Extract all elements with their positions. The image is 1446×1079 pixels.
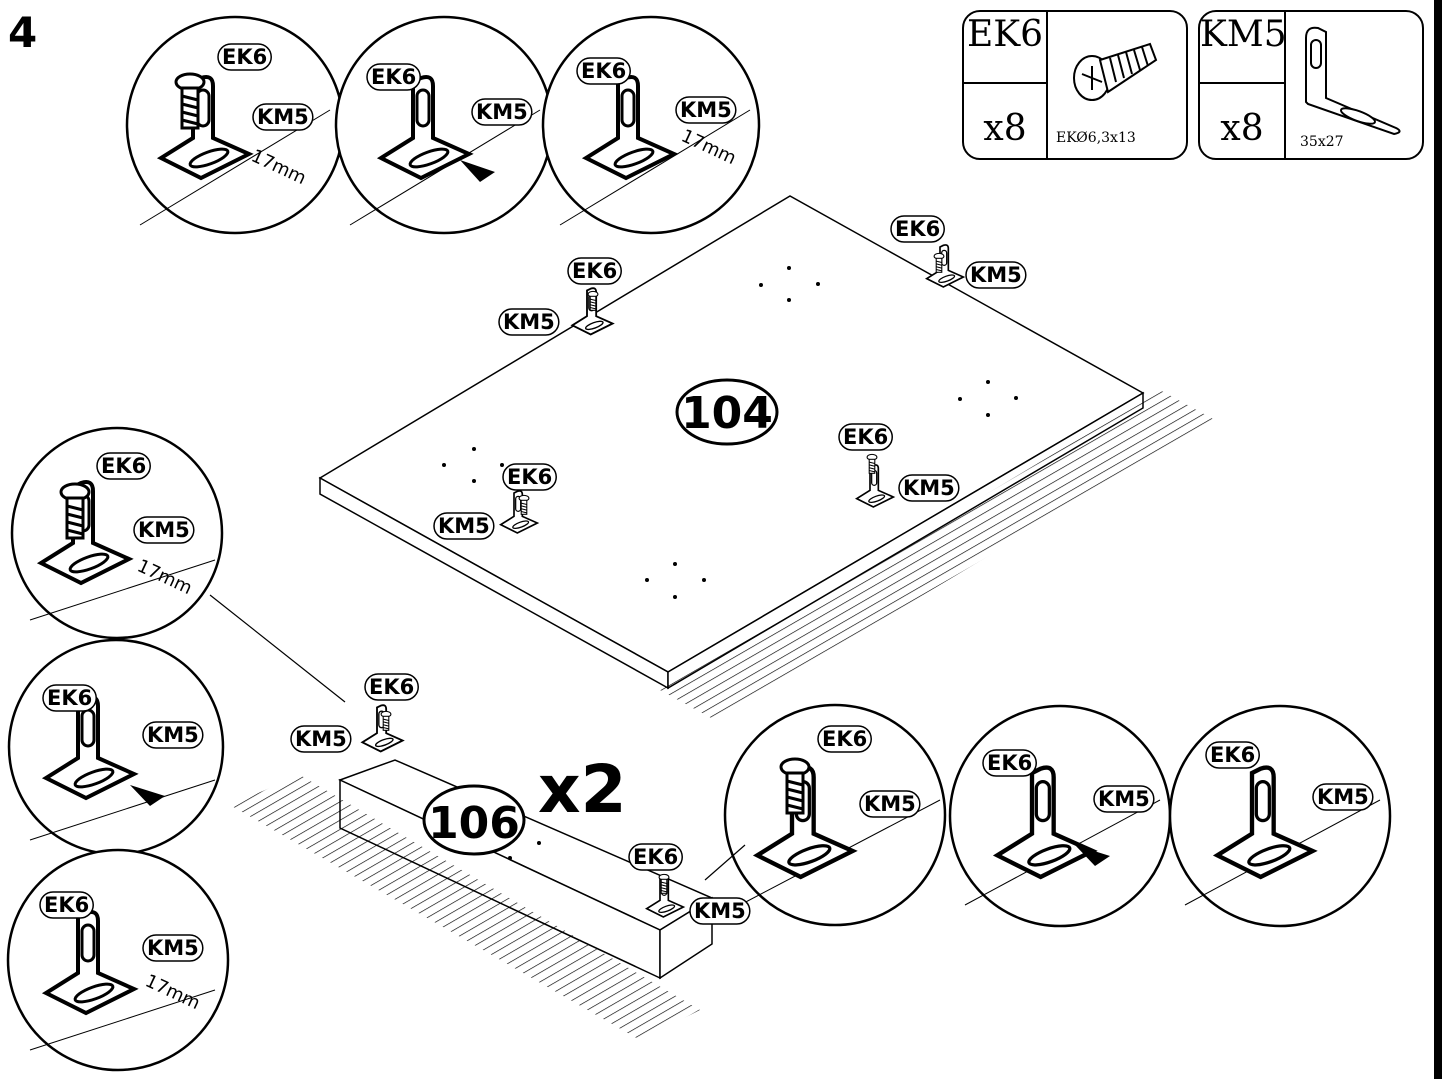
label-pill [498, 308, 560, 336]
label-pill [364, 673, 419, 701]
screw-label: EK6 [1210, 743, 1255, 767]
screw-label: EK6 [581, 59, 626, 83]
page-border [1434, 0, 1442, 1079]
part-quantity: x8 [983, 108, 1027, 149]
part-spec: 35x27 [1300, 134, 1344, 150]
label-pill [1093, 785, 1155, 813]
bracket-label: KM5 [503, 310, 555, 334]
bracket-label: KM5 [476, 100, 528, 124]
label-pill [217, 43, 272, 71]
label-pill [142, 934, 204, 962]
screw-label: EK6 [633, 845, 678, 869]
label-pill [675, 96, 737, 124]
detail-circle [1168, 704, 1392, 928]
label-pill [133, 516, 195, 544]
label-pill [859, 790, 921, 818]
label-pill [290, 725, 352, 753]
panel-106-label: 106 [428, 798, 520, 849]
parts-box-bracket: KM5 x8 35x27 [1198, 10, 1424, 160]
bracket-label: KM5 [864, 792, 916, 816]
push-arrow-icon [130, 785, 165, 806]
part-spec: EKØ6,3x13 [1056, 130, 1136, 146]
push-arrow-icon [1075, 845, 1110, 866]
push-arrow-icon [460, 160, 495, 182]
label-pill [39, 891, 94, 919]
panel-104-label: 104 [681, 388, 773, 439]
label-pill [689, 897, 751, 925]
label-pill [433, 512, 495, 540]
label-pill [252, 103, 314, 131]
bracket-label: KM5 [257, 105, 309, 129]
label-pill [982, 749, 1037, 777]
label-pill [96, 452, 151, 480]
screw-label: EK6 [371, 65, 416, 89]
part-code: EK6 [966, 14, 1044, 55]
part-quantity: x8 [1220, 108, 1264, 149]
screw-label: EK6 [572, 259, 617, 283]
label-pill [898, 474, 960, 502]
panel-106-multiplier: x2 [538, 751, 627, 828]
leader-line [209, 594, 346, 703]
label-pill [890, 215, 945, 243]
panel-holes [442, 266, 1018, 860]
angle-bracket-icon [1305, 26, 1401, 136]
bracket-label: KM5 [1317, 785, 1369, 809]
label-pill [1312, 783, 1374, 811]
detail-circle [541, 15, 761, 235]
panel-106-badge [422, 784, 526, 856]
screw-label: EK6 [47, 686, 92, 710]
bracket-label: KM5 [147, 936, 199, 960]
label-pill [42, 684, 97, 712]
screw-label: EK6 [222, 45, 267, 69]
screw-label: EK6 [507, 465, 552, 489]
label-pill [366, 63, 421, 91]
screw-label: EK6 [895, 217, 940, 241]
bracket-label: KM5 [694, 899, 746, 923]
screw-label: EK6 [987, 751, 1032, 775]
panel-104-badge [675, 378, 779, 446]
label-pill [838, 423, 893, 451]
label-pill [567, 257, 622, 285]
bracket-label: KM5 [903, 476, 955, 500]
bracket-label: KM5 [438, 514, 490, 538]
label-pill [965, 261, 1027, 289]
screw-label: EK6 [822, 727, 867, 751]
label-pill [471, 98, 533, 126]
label-pill [817, 725, 872, 753]
screw-icon [1073, 42, 1158, 101]
bracket-label: KM5 [1098, 787, 1150, 811]
bracket-label: KM5 [680, 98, 732, 122]
label-pill [576, 57, 631, 85]
leader-line [704, 844, 746, 881]
step-number: 4 [8, 8, 38, 57]
bracket-label: KM5 [147, 723, 199, 747]
panel-104 [318, 195, 1215, 720]
screw-label: EK6 [369, 675, 414, 699]
bracket-label: KM5 [295, 727, 347, 751]
label-pill [142, 721, 204, 749]
detail-circle [723, 703, 947, 927]
screw-label: EK6 [44, 893, 89, 917]
label-pill [628, 843, 683, 871]
bracket-label: KM5 [138, 518, 190, 542]
detail-circle [10, 426, 224, 640]
part-code: KM5 [1200, 14, 1287, 55]
screw-label: EK6 [843, 425, 888, 449]
label-pill [1205, 741, 1260, 769]
parts-box-screw: EK6 x8 EKØ6,3x13 [962, 10, 1188, 160]
bracket-label: KM5 [970, 263, 1022, 287]
label-pill [502, 463, 557, 491]
detail-circle [948, 704, 1172, 928]
screw-label: EK6 [101, 454, 146, 478]
